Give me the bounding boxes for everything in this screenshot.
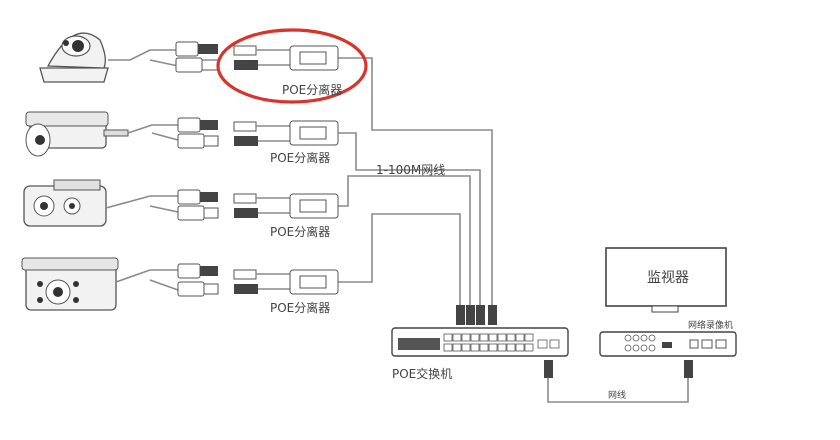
camera-3-pigtail	[105, 189, 219, 221]
camera-2-pigtail	[127, 117, 219, 149]
monitor-label: 监视器	[647, 270, 689, 286]
splitter-label-1: POE分离器	[282, 82, 342, 97]
splitter-label-2: POE分离器	[270, 150, 330, 165]
poe-splitter-1	[233, 45, 339, 71]
poe-splitter-2	[233, 120, 339, 146]
dome-camera	[39, 32, 109, 83]
highlight-circle	[216, 28, 368, 104]
uplink-cables	[338, 57, 493, 305]
switch-label: POE交换机	[392, 366, 452, 381]
poe-splitter-3	[233, 193, 339, 219]
network-cable-label: 网线	[608, 389, 626, 401]
switch-nvr-cable	[544, 360, 693, 403]
camera-4-pigtail	[115, 263, 219, 297]
splitter-label-3: POE分离器	[270, 224, 330, 239]
nvr-label: 网络录像机	[688, 319, 733, 331]
camera-1-pigtail	[108, 41, 219, 73]
splitter-label-4: POE分离器	[270, 300, 330, 315]
nvr	[599, 331, 737, 357]
bullet-camera-1	[25, 111, 129, 157]
switch-plugs	[456, 305, 497, 325]
cable-label: 1-100M网线	[376, 163, 445, 177]
poe-switch	[391, 327, 569, 357]
monitor	[605, 247, 727, 313]
bullet-camera-3	[21, 257, 119, 311]
poe-splitter-4	[233, 269, 339, 295]
bullet-camera-2	[23, 179, 107, 227]
